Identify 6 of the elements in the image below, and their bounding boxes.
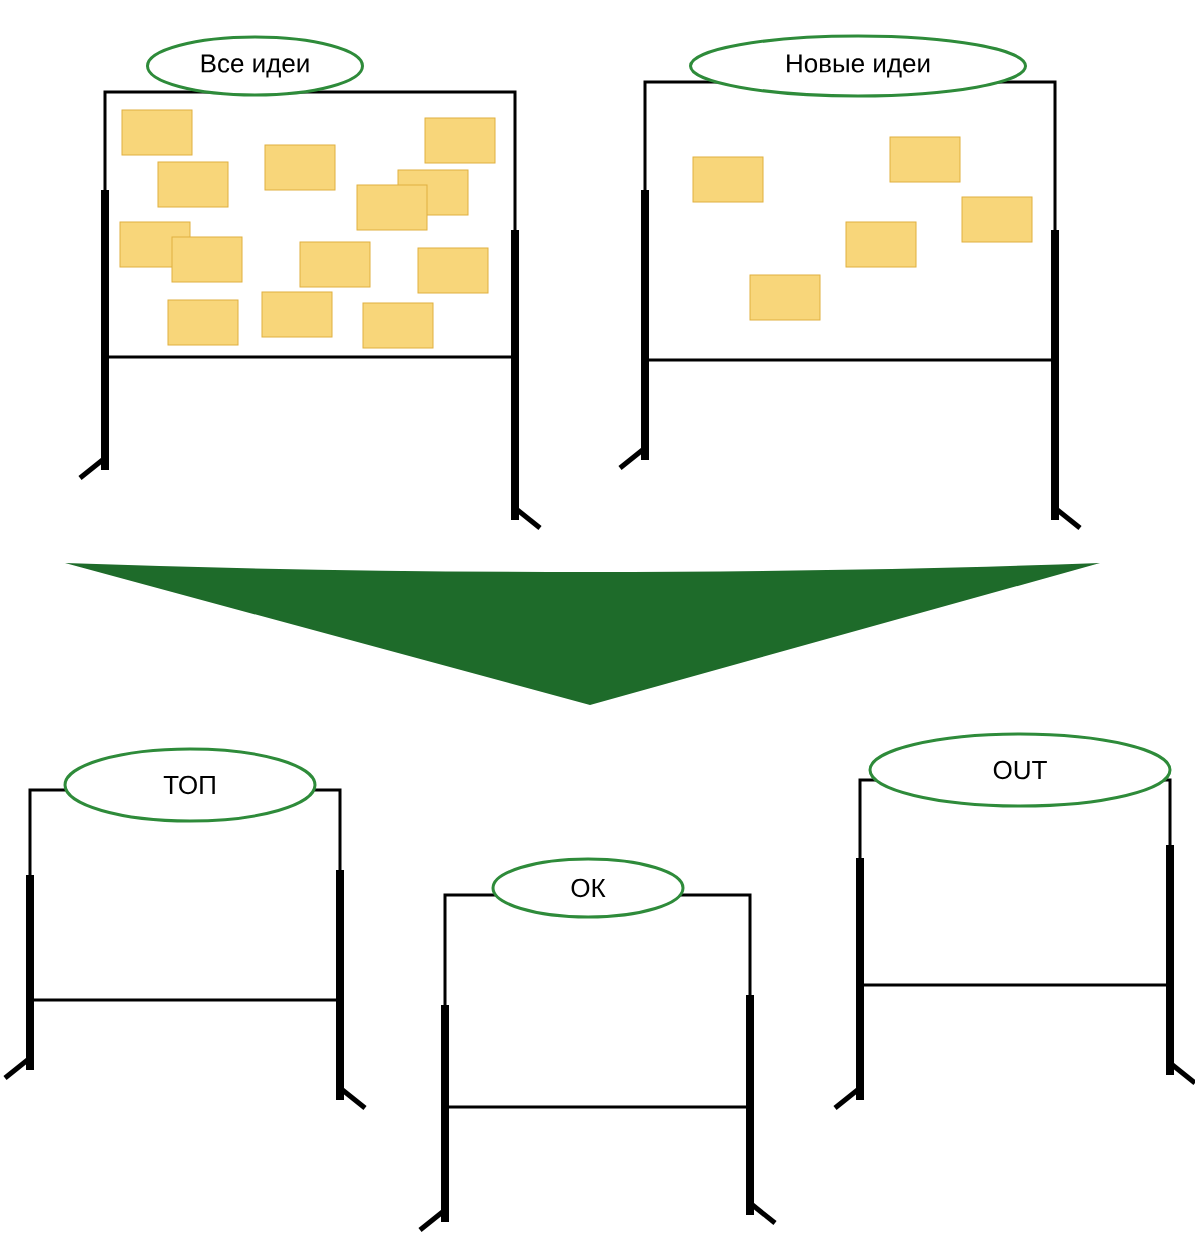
title-oval: ТОП bbox=[63, 747, 317, 823]
title-oval: Новые идеи bbox=[689, 34, 1027, 98]
node-label: OUT bbox=[993, 760, 1047, 780]
title-oval: OUT bbox=[868, 732, 1172, 808]
title-oval: ОК bbox=[491, 857, 685, 919]
title-oval: Все идеи bbox=[146, 35, 364, 97]
